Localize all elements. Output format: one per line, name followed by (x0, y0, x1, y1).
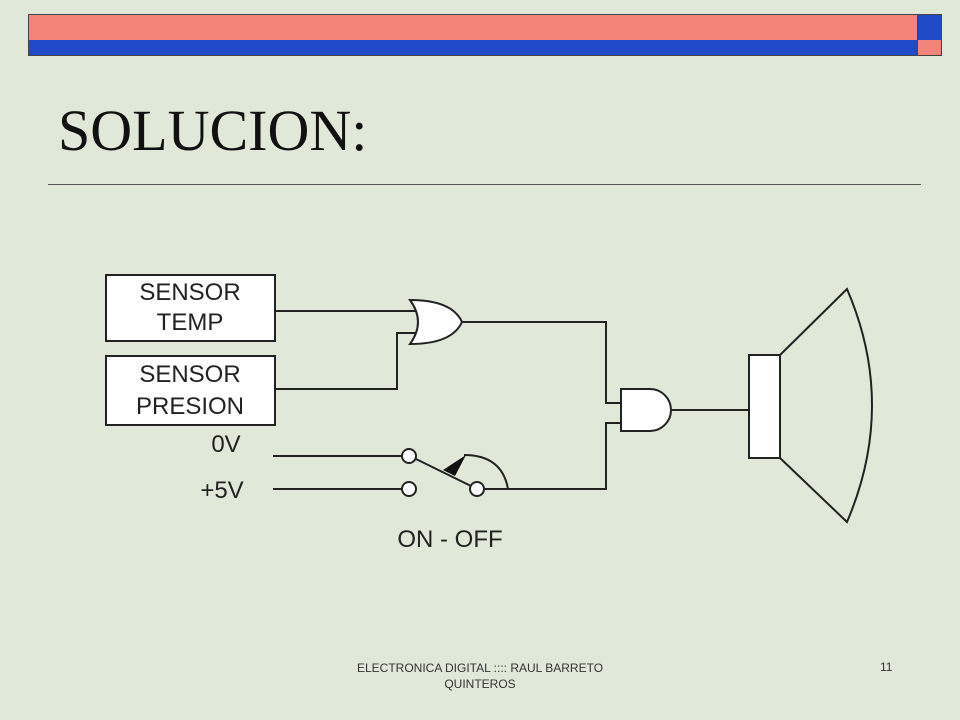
header-bar-salmon (28, 14, 918, 40)
sensor-temp-label-line2: TEMP (157, 309, 224, 336)
wire-switch-to-and (484, 422, 621, 490)
or-gate (408, 298, 464, 346)
speaker-cone (779, 287, 873, 524)
switch-lever (415, 458, 472, 487)
header-decoration-bar (28, 14, 942, 56)
sensor-temp-label-line1: SENSOR (139, 279, 240, 306)
header-bar-outline (28, 14, 942, 56)
sensor-presion-label-line1: SENSOR (139, 361, 240, 388)
speaker-body (748, 354, 781, 459)
switch-contact-common (469, 481, 485, 497)
sensor-presion-label-line2: PRESION (136, 393, 244, 420)
switch-contact-5v (401, 481, 417, 497)
wire-presion-to-or (275, 332, 417, 390)
header-bar-blue (28, 40, 918, 56)
and-gate (620, 388, 672, 432)
header-bar-divider (917, 14, 918, 56)
switch-arc (463, 454, 509, 490)
slide-title: SOLUCION: (58, 98, 368, 163)
header-square-salmon (918, 40, 942, 56)
switch-arrowhead (443, 455, 466, 476)
header-square-blue (918, 14, 942, 40)
label-5v: +5V (200, 477, 243, 504)
sensor-temp-box (105, 274, 276, 342)
label-0v: 0V (211, 431, 240, 458)
page-number: 11 (880, 660, 893, 674)
footer-text: ELECTRONICA DIGITAL :::: RAUL BARRETO QU… (356, 661, 604, 691)
sensor-presion-box (105, 355, 276, 426)
wire-or-to-and (462, 321, 621, 404)
title-underline (48, 184, 921, 185)
switch-contact-0v (401, 448, 417, 464)
switch-label: ON - OFF (397, 526, 502, 553)
